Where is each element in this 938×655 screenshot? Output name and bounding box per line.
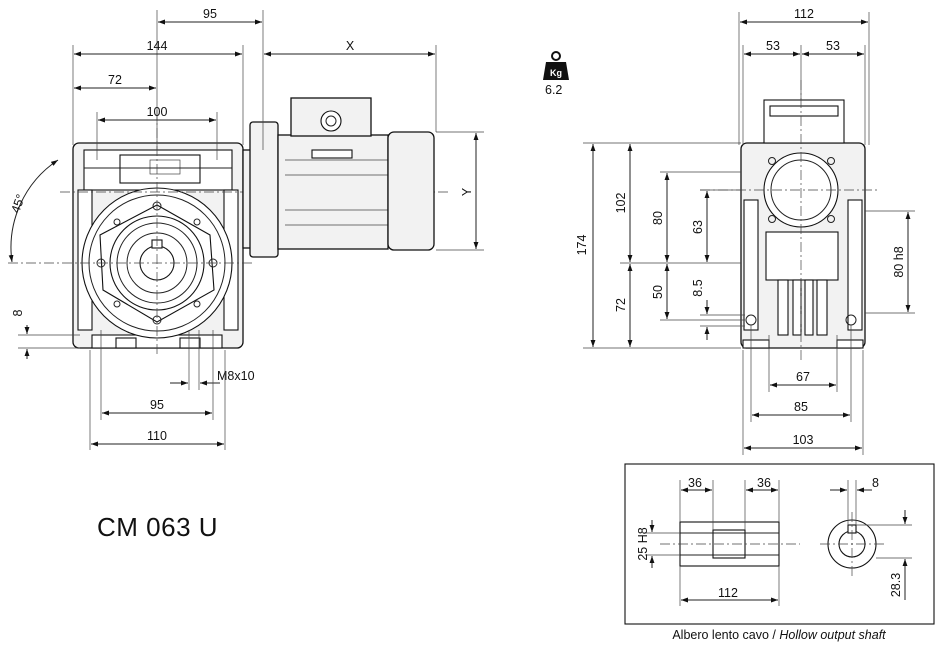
dim-174: 174 — [575, 235, 589, 256]
model-title: CM 063 U — [97, 512, 219, 542]
shaft-caption: Albero lento cavo / Hollow output shaft — [624, 628, 934, 642]
dim-112-side: 112 — [794, 7, 814, 21]
dim-80: 80 — [651, 211, 665, 225]
dim-85: 85 — [794, 400, 808, 414]
dim-95-top: 95 — [203, 7, 217, 21]
front-view: 95 144 X 72 100 Y 45° 8 — [8, 7, 484, 450]
dim-80-h8: 80 h8 — [892, 246, 906, 277]
dim-28-3: 28.3 — [889, 573, 903, 597]
dim-y: Y — [460, 187, 474, 196]
dim-95-bottom: 95 — [150, 398, 164, 412]
motor — [242, 97, 435, 258]
dim-100: 100 — [147, 105, 168, 119]
gearbox-housing — [72, 142, 244, 349]
dim-m8x10: M8x10 — [217, 369, 255, 383]
dim-50: 50 — [651, 285, 665, 299]
caption-english: Hollow output shaft — [779, 628, 886, 642]
dim-63: 63 — [691, 220, 705, 234]
dim-144: 144 — [147, 39, 168, 53]
dim-112-shaft: 112 — [718, 586, 738, 600]
dim-67: 67 — [796, 370, 810, 384]
dim-45-degree: 45° — [8, 192, 28, 215]
side-view: 112 53 53 174 102 72 80 50 63 8.5 — [575, 7, 915, 455]
dim-72-front: 72 — [108, 73, 122, 87]
dim-25-h8: 25 H8 — [636, 527, 650, 560]
dim-53-right: 53 — [826, 39, 840, 53]
dim-8-5: 8.5 — [691, 279, 705, 296]
weight-value: 6.2 — [545, 83, 563, 97]
dim-36-left: 36 — [688, 476, 702, 490]
dim-72-side: 72 — [614, 298, 628, 312]
dim-53-left: 53 — [766, 39, 780, 53]
dim-103: 103 — [793, 433, 814, 447]
dim-x: X — [346, 39, 355, 53]
dim-8-front: 8 — [11, 309, 25, 316]
shaft-detail: 36 36 25 H8 112 8 28.3 — [624, 463, 935, 625]
weight-unit-label: Kg — [550, 68, 562, 78]
caption-separator: / — [768, 628, 780, 642]
dim-36-right: 36 — [757, 476, 771, 490]
caption-italian: Albero lento cavo — [672, 628, 769, 642]
dim-110: 110 — [147, 429, 167, 443]
dim-102: 102 — [614, 193, 628, 214]
dim-8-key: 8 — [872, 476, 879, 490]
weight-icon: Kg — [543, 51, 569, 80]
